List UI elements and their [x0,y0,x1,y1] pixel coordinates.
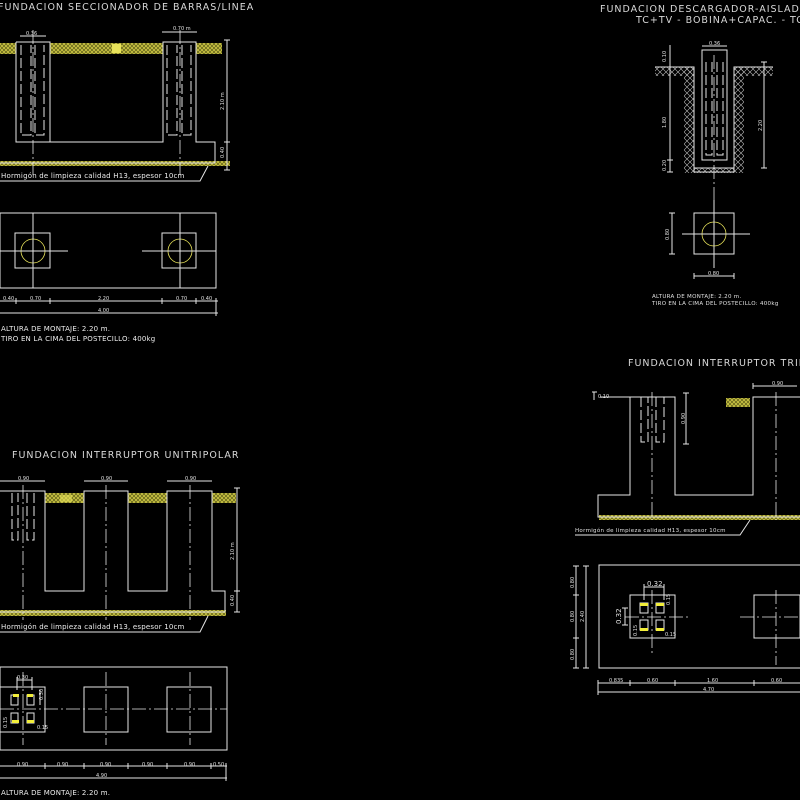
seccionador-section: FUNDACION SECCIONADOR DE BARRAS/LINEA 0.… [0,2,254,343]
dim-post: 0.90 [772,381,783,387]
anchor-bolt [656,603,664,606]
plan-bolt-v: 0.32 [615,608,623,624]
plan-dim: 0.90 [184,762,195,768]
tripolar-section: FUNDACION INTERRUPTOR TRIPOLAR 0.10 0.90… [570,358,800,695]
plan-dim: 0.90 [142,762,153,768]
unitripolar-section: FUNDACION INTERRUPTOR UNITRIPOLAR 0.90 0… [0,450,240,797]
note-top-load: TIRO EN LA CIMA DEL POSTECILLO: 400kg [651,301,779,307]
seccionador-elevation: 0.36 0.70 m 2.10 m 0.40 Hormigón de limp… [0,26,230,182]
unitripolar-title: FUNDACION INTERRUPTOR UNITRIPOLAR [12,450,239,461]
tripolar-elevation: 0.10 0.90 0.90 Hormigón de limpieza cali… [575,381,800,536]
plan-bolt-a: 0.15 [3,717,9,728]
dim-post-right: 0.70 m [173,26,191,32]
dim-010: 0.10 [662,51,668,62]
anchor-bolt [640,628,648,631]
dim-post: 0.90 [185,476,196,482]
dim-width: 0.36 [709,41,720,47]
anchor-bolt [27,720,34,723]
anchor-bolt [27,694,33,697]
plan-bolt-a: 0.15 [666,594,672,605]
dim-depth: 0.90 [681,413,687,424]
seccionador-plan: 0.40 0.70 2.20 0.70 0.40 4.00 ALTURA DE … [0,212,218,343]
plan-left-dim: 0.80 [570,649,576,660]
dim-base: 0.40 [220,147,226,158]
plan-dim: 0.90 [57,762,68,768]
unitripolar-elevation: 0.90 0.90 0.90 2.10 m 0.40 Hormigón de l… [0,476,240,633]
note-mounting-height: ALTURA DE MONTAJE: 2.20 m. [1,789,110,797]
plan-bolt-b: 0.15 [633,625,639,636]
dim-180: 1.80 [662,117,668,128]
plan-bolt-b: 0.15 [37,725,48,731]
tripolar-title: FUNDACION INTERRUPTOR TRIPOLAR [628,358,800,369]
dim-height: 2.10 m [230,542,236,560]
tripolar-plan: 0.32 0.32 0.15 0.15 0.15 0.80 0.80 0.80 … [570,564,800,695]
plan-dim: 0.835 [609,678,623,684]
note-concrete: Hormigón de limpieza calidad H13, espeso… [1,623,185,631]
plan-bottom: 0.80 [708,271,719,277]
descargador-plan: 0.80 0.80 ALTURA DE MONTAJE: 2.20 m. TIR… [651,200,779,307]
dim-post: 0.90 [18,476,29,482]
seccionador-title: FUNDACION SECCIONADOR DE BARRAS/LINEA [0,2,254,13]
note-concrete: Hormigón de limpieza calidad H13, espeso… [575,527,726,534]
anchor-bolt [656,628,664,631]
note-top-load: TIRO EN LA CIMA DEL POSTECILLO: 400kg [0,335,155,343]
plan-dim: 1.60 [707,678,718,684]
descargador-title: FUNDACION DESCARGADOR-AISLADOR SOPORTE [600,4,800,15]
plan-left-dim: 0.80 [570,577,576,588]
plan-bolt-c: 0.15 [665,632,676,638]
plan-total: 4.00 [98,308,109,314]
plan-dim: 0.70 [30,296,41,302]
plan-dim: 0.50 [213,762,224,768]
plan-dim: 0.90 [100,762,111,768]
plan-bolt-v: 0.30 [39,689,45,700]
dim-post: 0.90 [101,476,112,482]
note-mounting-height: ALTURA DE MONTAJE: 2.20 m. [1,325,110,333]
dim-base: 0.40 [230,595,236,606]
dim-post-left: 0.36 [26,31,37,37]
plan-dim: 0.70 [176,296,187,302]
descargador-section: FUNDACION DESCARGADOR-AISLADOR SOPORTE T… [600,4,800,307]
plan-bolt-spacing: 0.30 [17,675,28,681]
plan-dim: 0.60 [771,678,782,684]
anchor-bolt [640,603,648,606]
unitripolar-plan: 0.30 0.30 0.15 0.15 0.90 0.90 0.90 0.90 … [0,666,228,797]
plan-dim: 0.40 [3,296,14,302]
plan-side: 0.80 [665,229,671,240]
plan-dim: 0.40 [201,296,212,302]
plan-dim: 0.60 [647,678,658,684]
plan-bolt-h: 0.32 [647,580,663,588]
plan-dim: 0.90 [17,762,28,768]
anchor-bolt [12,720,19,723]
note-mounting-height: ALTURA DE MONTAJE: 2.20 m. [652,294,742,300]
dim-top: 0.10 [598,394,609,400]
dim-height: 2.10 m [220,92,226,110]
anchor-bolt [13,694,19,697]
note-concrete: Hormigón de limpieza calidad H13, espeso… [1,172,185,180]
dim-020: 0.20 [662,160,668,171]
plan-left-dim: 0.80 [570,611,576,622]
descargador-subtitle: TC+TV - BOBINA+CAPAC. - TC [635,15,800,26]
plan-dim: 2.20 [98,296,109,302]
plan-total: 4.70 [703,687,714,693]
plan-left-total: 2.40 [580,611,586,622]
descargador-elevation: 0.36 0.10 1.80 0.20 2.20 [655,41,773,210]
dim-220: 2.20 [758,120,764,131]
plan-total: 4.90 [96,773,107,779]
